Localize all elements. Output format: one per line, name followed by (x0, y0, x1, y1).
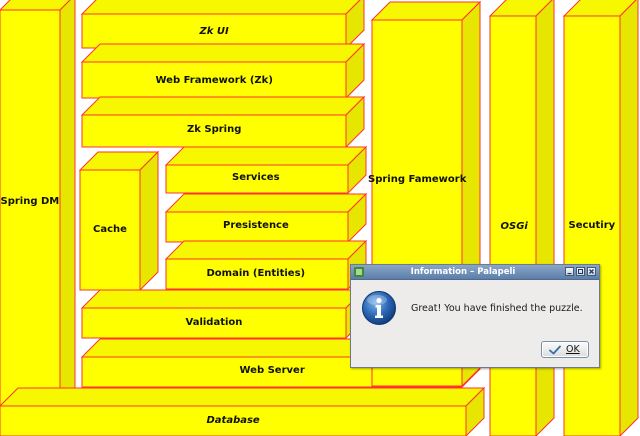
block-label-osgi: OSGi (500, 221, 528, 232)
block-label-validation: Validation (185, 317, 243, 328)
block-label-zk-spring: Zk Spring (187, 124, 242, 135)
dialog-titlebar[interactable]: Information – Palapeli (351, 265, 599, 280)
block-presistence (164, 192, 368, 244)
block-front-face (165, 258, 349, 290)
block-side-face (139, 150, 159, 292)
block-top-face (370, 1, 482, 21)
block-top-face (80, 43, 366, 63)
close-icon (589, 269, 594, 274)
block-front-face (81, 61, 347, 99)
block-top-face (80, 0, 361, 15)
block-security (562, 0, 639, 436)
ok-button-label: OK (566, 344, 580, 355)
info-icon (362, 291, 396, 325)
block-front-face (165, 164, 349, 194)
block-label-services: Services (232, 172, 280, 183)
block-top-face (164, 240, 368, 260)
block-label-web-framework: Web Framework (Zk) (155, 75, 273, 86)
block-front-face (81, 13, 347, 49)
block-top-face (0, 387, 486, 407)
block-label-spring-dm: Spring DM (0, 196, 60, 207)
block-osgi (488, 0, 555, 436)
block-label-presistence: Presistence (223, 220, 289, 231)
block-side-face (59, 0, 76, 436)
block-domain (164, 239, 368, 291)
block-label-security: Secutiry (568, 220, 616, 231)
dialog-title: Information – Palapeli (410, 267, 516, 277)
block-cache (78, 150, 160, 292)
block-services (164, 145, 368, 195)
block-label-database: Database (206, 415, 260, 426)
block-front-face (0, 405, 467, 436)
block-label-cache: Cache (93, 224, 127, 235)
block-validation (80, 288, 366, 340)
minimize-button[interactable] (565, 267, 574, 276)
block-label-domain: Domain (Entities) (206, 268, 306, 279)
block-label-zk-ui: Zk UI (199, 26, 229, 37)
block-zk-spring (80, 95, 366, 149)
block-database (0, 386, 486, 436)
block-front-face (0, 9, 61, 436)
information-dialog: Information – Palapeli Great! You have f… (350, 264, 600, 368)
close-button[interactable] (587, 267, 596, 276)
block-zk-ui (80, 0, 365, 50)
block-front-face (81, 307, 347, 339)
dialog-message: Great! You have finished the puzzle. (411, 303, 583, 314)
minimize-icon (567, 273, 572, 275)
block-top-face (164, 146, 368, 166)
block-label-spring-framework: Spring Famework (368, 174, 467, 185)
block-top-face (80, 96, 366, 116)
maximize-button[interactable] (576, 267, 585, 276)
block-spring-dm (0, 0, 76, 436)
block-side-face (535, 0, 555, 436)
checkmark-icon (549, 345, 561, 355)
block-front-face (165, 211, 349, 243)
block-label-web-server: Web Server (239, 365, 305, 376)
maximize-icon (578, 269, 583, 274)
block-top-face (164, 193, 368, 213)
block-top-face (80, 289, 366, 309)
block-side-face (619, 0, 639, 436)
ok-button[interactable]: OK (541, 341, 589, 358)
block-web-framework (80, 42, 366, 100)
palapeli-app-icon (354, 267, 364, 277)
